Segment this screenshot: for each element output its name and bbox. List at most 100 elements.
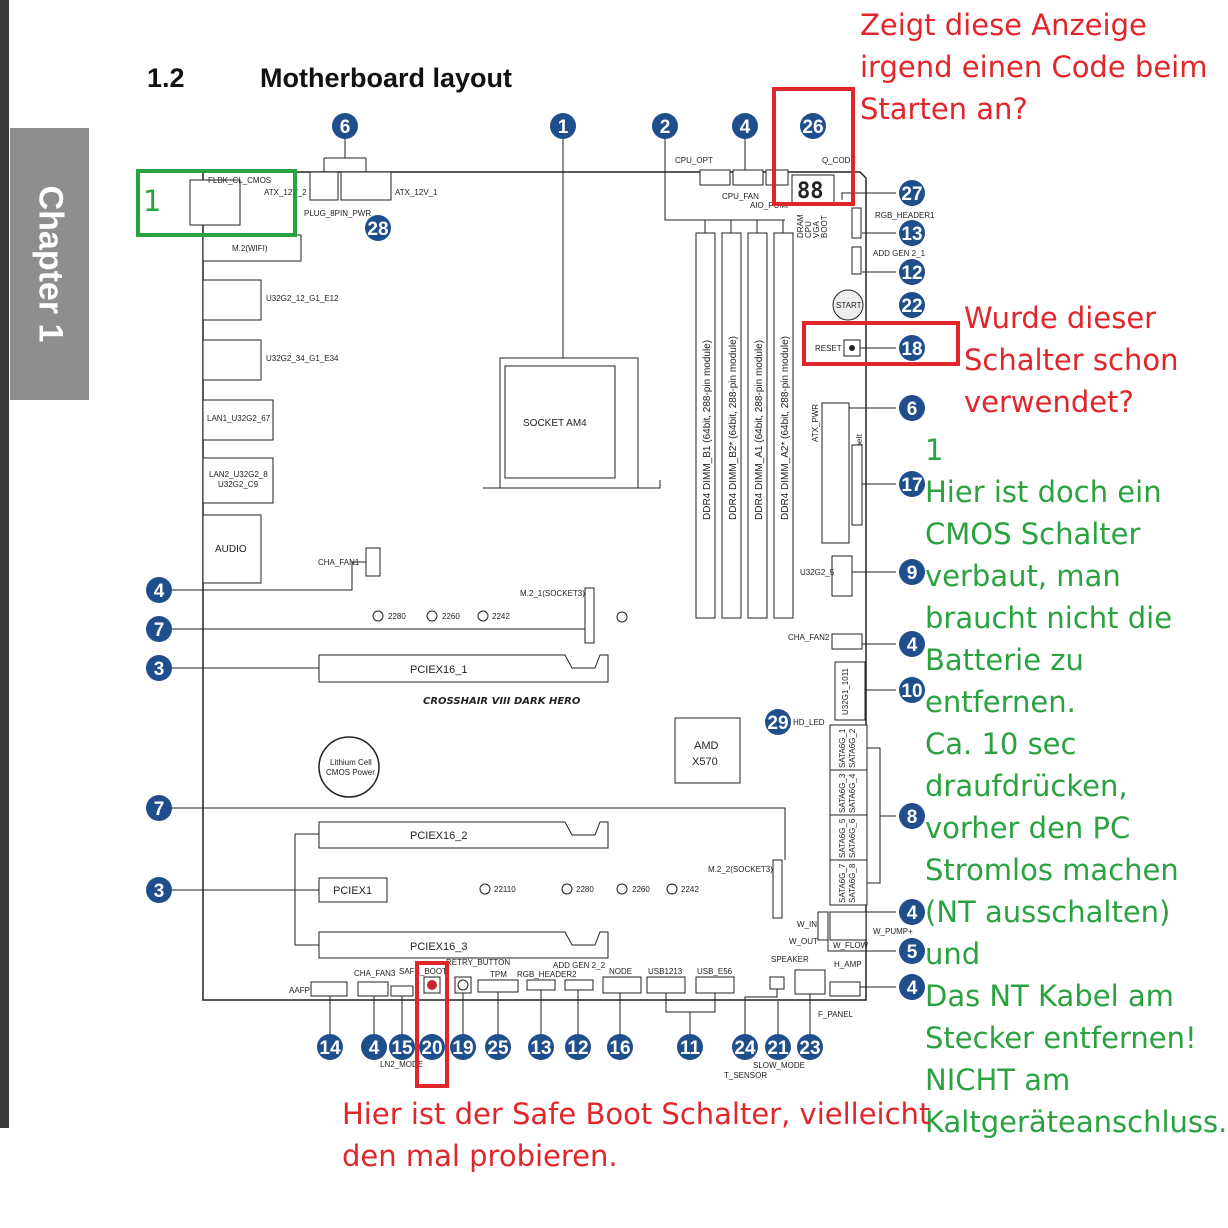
green-note-cmos-line: vorher den PC (925, 811, 1131, 845)
reset-label: RESET (815, 344, 842, 353)
pciex1-label: PCIEX1 (333, 885, 372, 897)
chipset-label-1: AMD (694, 740, 719, 752)
m2-1-size-1: 2280 (388, 612, 406, 621)
io-wifi-port (202, 234, 302, 262)
atx-pwr-connector (821, 402, 850, 544)
io-lan1-port (202, 399, 274, 441)
sata-5-label: SATA6G_5 (838, 818, 847, 858)
chipset-label-2: X570 (692, 756, 718, 768)
flbk-label: FLBK_CL_CMOS (208, 176, 271, 185)
q-code-digits: 88 (797, 179, 824, 204)
w-in-header (817, 911, 829, 941)
cha-fan3-label: CHA_FAN3 (354, 969, 396, 978)
callout: 24 (732, 1034, 758, 1060)
usb-e56-label: USB_E56 (697, 967, 733, 976)
svg-text:4: 4 (907, 903, 918, 924)
model-logo: CROSSHAIR VIII DARK HERO (423, 696, 581, 707)
usb1213-label: USB1213 (648, 967, 683, 976)
sata-2-label: SATA6G_2 (848, 728, 857, 768)
svg-text:4: 4 (907, 635, 918, 656)
green-note-cmos-line: Batterie zu (925, 643, 1084, 677)
scrollbar[interactable] (0, 0, 9, 1128)
sata-6-label: SATA6G_6 (848, 818, 857, 858)
svg-text:4: 4 (740, 117, 751, 138)
chapter-tab: Chapter 1 (10, 128, 89, 400)
pciex16-3-slot (318, 931, 609, 959)
h-amp-header (829, 981, 861, 997)
green-label-1: 1 (143, 184, 162, 218)
u32-12-label: U32G2_12_G1_E12 (266, 294, 339, 303)
probeit-points (851, 444, 863, 526)
callout: 13 (528, 1034, 554, 1060)
red-note-safe-boot: Hier ist der Safe Boot Schalter, viellei… (342, 1093, 930, 1177)
callout: 4 (146, 577, 172, 603)
svg-text:27: 27 (901, 184, 922, 205)
callout: 27 (899, 180, 925, 206)
svg-text:3: 3 (154, 881, 165, 902)
green-note-cmos-line: Stromlos machen (925, 853, 1179, 887)
svg-text:5: 5 (907, 942, 918, 963)
aafp-label: AAFP (289, 986, 310, 995)
green-note-cmos-line: und (925, 937, 981, 971)
cpu-socket (504, 365, 616, 479)
io-usb34-port (202, 339, 262, 381)
atx12v1-label: ATX_12V_1 (395, 188, 438, 197)
sata-1-label: SATA6G_1 (838, 728, 847, 768)
green-note-cmos-line: 1 (925, 433, 944, 467)
svg-text:7: 7 (154, 799, 165, 820)
cpu-fan-label: CPU_FAN (722, 192, 759, 201)
u32g2-5-connector (831, 555, 853, 597)
m2-2-size-2: 2280 (576, 885, 594, 894)
svg-text:7: 7 (154, 620, 165, 641)
green-note-cmos-line: braucht nicht die (925, 601, 1173, 635)
callout: 29 (765, 709, 791, 735)
green-note-cmos-line: Das NT Kabel am (925, 979, 1174, 1013)
aio-pump-label: AIO_PUMP (750, 201, 791, 210)
red-note-qcode-line: irgend einen Code beim (860, 50, 1208, 84)
w-in-label: W_IN (797, 920, 817, 929)
m2-2-size-3: 2260 (632, 885, 650, 894)
section-title: Motherboard layout (260, 63, 513, 93)
green-note-cmos-line: CMOS Schalter (925, 517, 1141, 551)
green-note-cmos-line: Ca. 10 sec (925, 727, 1077, 761)
svg-text:4: 4 (369, 1038, 380, 1059)
slow-mode-switch (769, 976, 785, 990)
callout: 19 (450, 1034, 476, 1060)
w-pump-label: W_PUMP+ (873, 927, 913, 936)
f-panel-header (794, 969, 826, 995)
cha-fan1-label: CHA_FAN1 (318, 558, 360, 567)
h-amp-label: H_AMP (834, 960, 862, 969)
callout: 4 (899, 899, 925, 925)
callouts: 6 1 2 4 26 27 13 12 22 18 28 6 17 9 4 10… (146, 113, 925, 1060)
audio-label: AUDIO (215, 544, 247, 555)
sata-3-label: SATA6G_3 (838, 773, 847, 813)
svg-text:26: 26 (802, 117, 823, 138)
speaker-label: SPEAKER (771, 955, 809, 964)
callout: 7 (146, 795, 172, 821)
callout: 12 (565, 1034, 591, 1060)
addgen2-label: ADD GEN 2_2 (553, 961, 606, 970)
u32-34-label: U32G2_34_G1_E34 (266, 354, 339, 363)
green-note-cmos-line: Stecker entfernen! (925, 1021, 1197, 1055)
retry-label: RETRY_BUTTON (446, 958, 510, 967)
t-sensor-label: T_SENSOR (724, 1071, 767, 1080)
svg-text:8: 8 (907, 807, 918, 828)
svg-text:11: 11 (680, 1038, 701, 1059)
svg-text:3: 3 (154, 659, 165, 680)
svg-text:28: 28 (367, 219, 388, 240)
callout: 16 (607, 1034, 633, 1060)
svg-text:4: 4 (907, 978, 918, 999)
svg-text:13: 13 (530, 1038, 551, 1059)
leader-lines (172, 139, 896, 1034)
dimm-a2-label: DDR4 DIMM_A2* (64bit, 288-pin module) (780, 336, 791, 520)
rgb2-label: RGB_HEADER2 (517, 970, 577, 979)
lan2-label: LAN2_U32G2_8 (209, 470, 268, 479)
ln2-label: LN2_MODE (380, 1060, 423, 1069)
cpu-opt-label: CPU_OPT (675, 156, 713, 165)
pciex16-1-slot (318, 654, 609, 683)
slow-mode-label: SLOW_MODE (753, 1061, 805, 1070)
q-code-display (791, 174, 835, 204)
cpu-fan-header (732, 169, 764, 186)
